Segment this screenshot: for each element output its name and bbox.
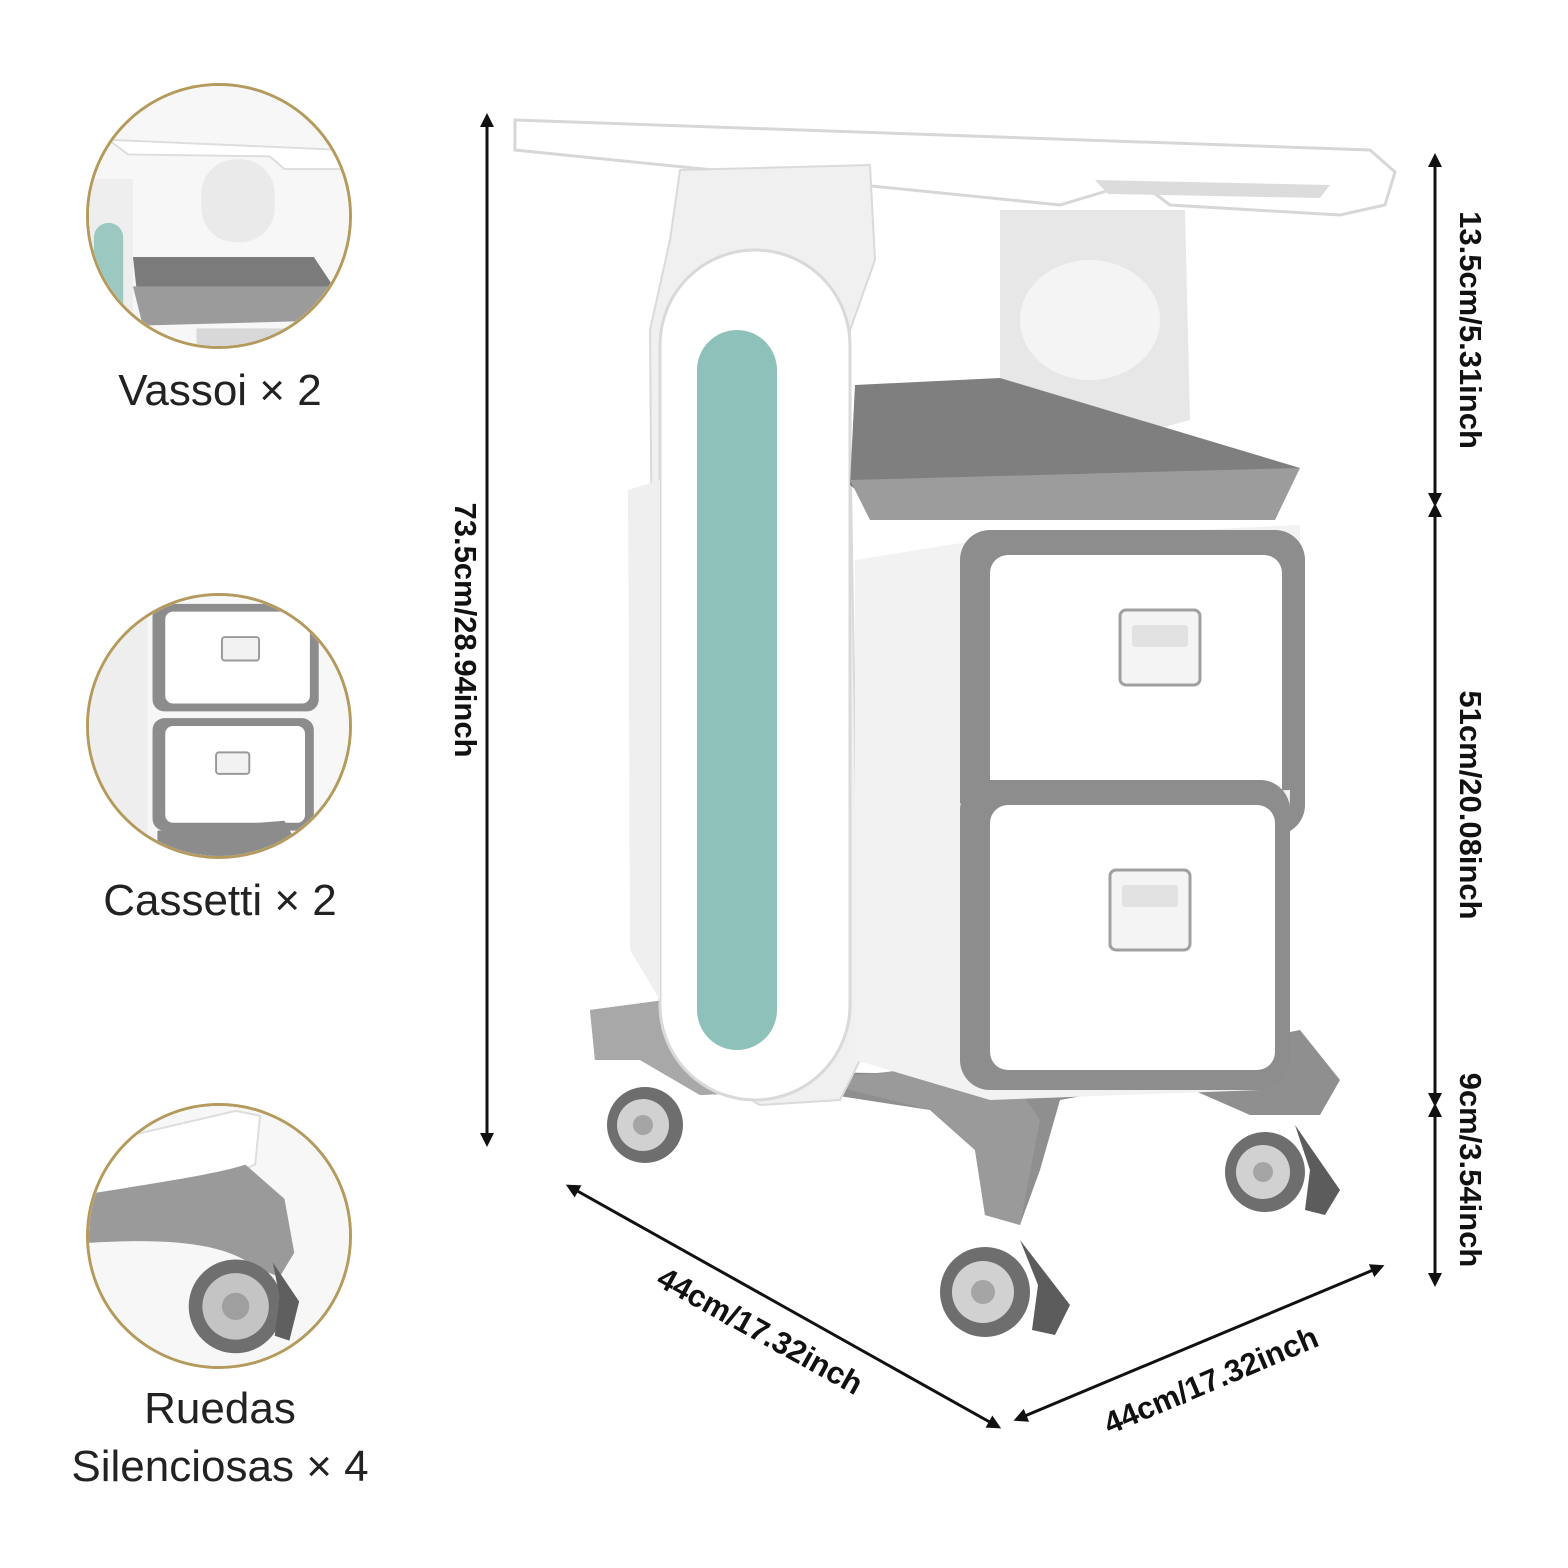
top-tray bbox=[513, 118, 1397, 217]
wheel-feature-label-line-1: Ruedas bbox=[144, 1384, 296, 1433]
depth-arrow bbox=[565, 1184, 1002, 1429]
lower-drawer-handle bbox=[1108, 868, 1192, 952]
tray-feature-label: Vassoi × 2 bbox=[118, 366, 322, 415]
lower-tray-rim bbox=[850, 468, 1300, 520]
lower-drawer bbox=[855, 780, 1290, 1100]
upper-drawer-handle bbox=[1118, 608, 1202, 687]
teal-accent-strip bbox=[697, 330, 777, 1050]
upper-drawer bbox=[855, 525, 1305, 835]
tray-detail-icon bbox=[89, 86, 349, 346]
drawer-detail-circle bbox=[86, 593, 352, 859]
top-tray-handle bbox=[1095, 180, 1330, 198]
front-left-wheel bbox=[607, 1087, 683, 1163]
base-section-label: 9cm/3.54inch bbox=[1453, 1073, 1488, 1268]
top-section-label: 13.5cm/5.31inch bbox=[1453, 211, 1488, 449]
middle-section-label: 51cm/20.08inch bbox=[1453, 690, 1488, 919]
depth-label: 44cm/17.32inch bbox=[651, 1260, 868, 1402]
total-height-label: 73.5cm/28.94inch bbox=[448, 502, 483, 757]
drawer-feature-label: Cassetti × 2 bbox=[103, 876, 337, 925]
drawer-detail-icon bbox=[89, 596, 349, 856]
wheel-detail-icon bbox=[89, 1106, 349, 1366]
width-arrow bbox=[1013, 1264, 1385, 1422]
wheel-detail-circle bbox=[86, 1103, 352, 1369]
wheel-feature-label: Ruedas Silenciosas × 4 bbox=[20, 1380, 420, 1496]
rear-column-joint bbox=[1020, 260, 1160, 380]
back-right-wheel bbox=[1225, 1125, 1340, 1215]
front-right-wheel bbox=[940, 1240, 1070, 1337]
side-panel bbox=[628, 480, 660, 1000]
tray-detail-circle bbox=[86, 83, 352, 349]
wheel-feature-label-line-2: Silenciosas × 4 bbox=[71, 1442, 369, 1491]
